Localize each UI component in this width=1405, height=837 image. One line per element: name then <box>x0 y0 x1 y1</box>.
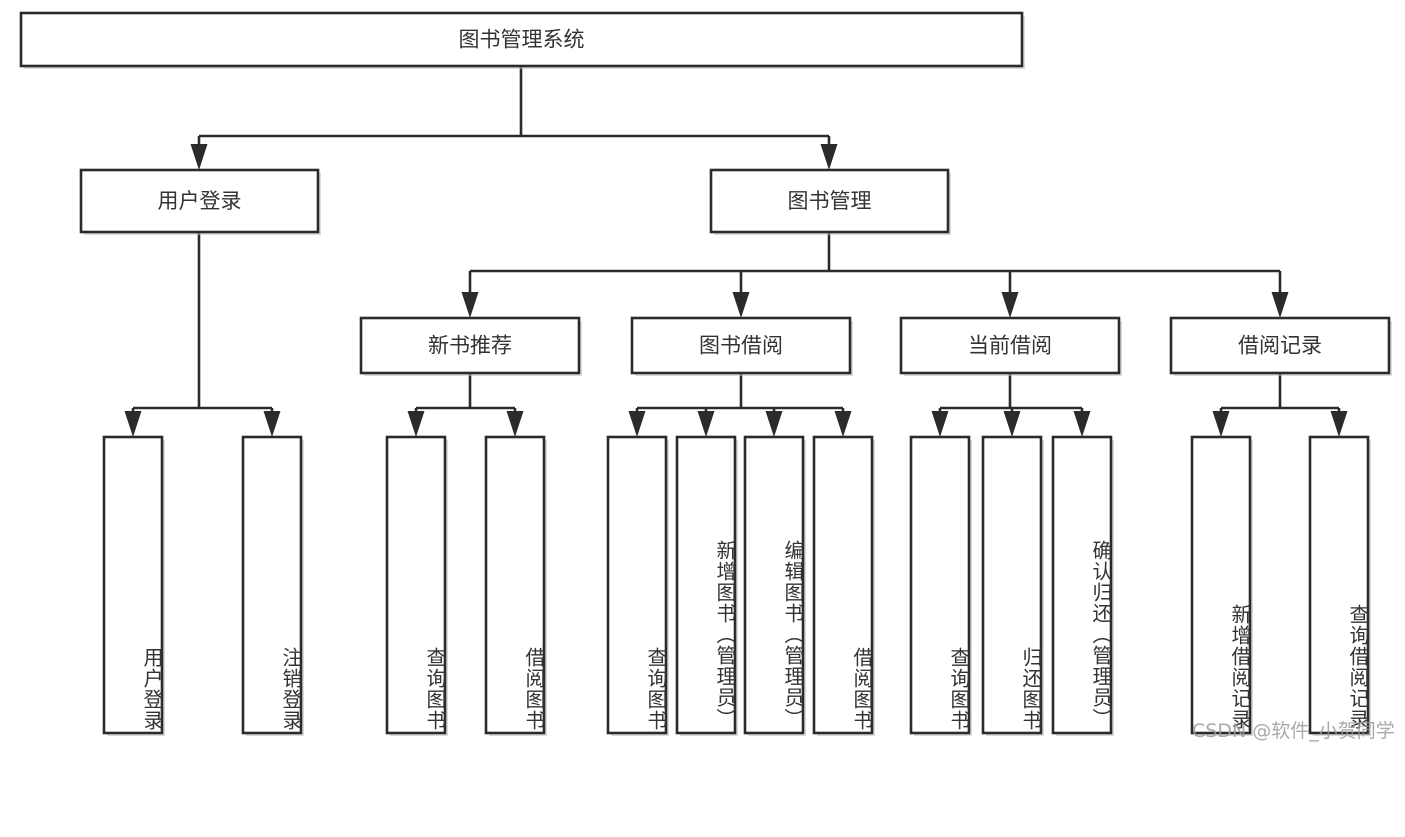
node-box-layer <box>19 11 1392 736</box>
node-leaf-10-确认归还管理员[interactable] <box>1051 435 1113 735</box>
arrow-head-icon <box>263 411 281 437</box>
functional-structure-diagram: 图书管理系统用户登录图书管理新书推荐图书借阅当前借阅借阅记录 用户登录注销登录查… <box>19 11 1395 742</box>
connector-books-to-level3 <box>461 232 1289 318</box>
arrow-head-icon <box>628 411 646 437</box>
connector-current-to-leaves <box>931 373 1091 437</box>
node-leaf-3-借阅图书[interactable] <box>484 435 546 735</box>
connector-borrow-to-leaves <box>628 373 852 437</box>
connector-layer <box>124 66 1348 437</box>
node-root-0-图书管理系统-label: 图书管理系统 <box>459 28 585 52</box>
node-l3-3-借阅记录-label: 借阅记录 <box>1238 334 1322 358</box>
node-l2-0-用户登录-label: 用户登录 <box>158 189 242 213</box>
node-l3-2-当前借阅[interactable] <box>899 316 1121 375</box>
arrow-head-icon <box>820 144 838 170</box>
arrow-head-icon <box>765 411 783 437</box>
node-l3-0-新书推荐[interactable] <box>359 316 581 375</box>
arrow-head-icon <box>1271 292 1289 318</box>
node-leaf-5-新增图书管理员[interactable] <box>675 435 737 735</box>
node-leaf-7-借阅图书[interactable] <box>812 435 874 735</box>
node-root-0-图书管理系统[interactable] <box>19 11 1024 68</box>
connector-login-to-leaves <box>124 232 281 437</box>
arrow-head-icon <box>461 292 479 318</box>
arrow-head-icon <box>190 144 208 170</box>
node-leaf-2-查询图书[interactable] <box>385 435 447 735</box>
arrow-head-icon <box>1073 411 1091 437</box>
connector-newbook-to-leaves <box>407 373 524 437</box>
node-leaf-8-查询图书[interactable] <box>909 435 971 735</box>
arrow-head-icon <box>1330 411 1348 437</box>
node-l2-1-图书管理[interactable] <box>709 168 950 234</box>
node-l3-1-图书借阅[interactable] <box>630 316 852 375</box>
watermark-credit: CSDN @软件_小贺同学 <box>1192 720 1395 742</box>
node-leaf-9-归还图书[interactable] <box>981 435 1043 735</box>
connector-record-to-leaves <box>1212 373 1348 437</box>
node-l2-0-用户登录[interactable] <box>79 168 320 234</box>
node-leaf-12-查询借阅记录[interactable] <box>1308 435 1370 735</box>
node-l3-0-新书推荐-label: 新书推荐 <box>428 334 512 358</box>
arrow-head-icon <box>124 411 142 437</box>
arrow-head-icon <box>407 411 425 437</box>
node-leaf-1-注销登录[interactable] <box>241 435 303 735</box>
arrow-head-icon <box>506 411 524 437</box>
arrow-head-icon <box>834 411 852 437</box>
arrow-head-icon <box>931 411 949 437</box>
node-leaf-6-编辑图书管理员[interactable] <box>743 435 805 735</box>
node-l3-3-借阅记录[interactable] <box>1169 316 1391 375</box>
node-l2-1-图书管理-label: 图书管理 <box>788 189 872 213</box>
arrow-head-icon <box>732 292 750 318</box>
node-leaf-11-新增借阅记录[interactable] <box>1190 435 1252 735</box>
connector-root-to-level2 <box>190 66 838 170</box>
arrow-head-icon <box>1001 292 1019 318</box>
arrow-head-icon <box>697 411 715 437</box>
arrow-head-icon <box>1003 411 1021 437</box>
node-leaf-4-查询图书[interactable] <box>606 435 668 735</box>
node-l3-2-当前借阅-label: 当前借阅 <box>968 334 1052 358</box>
node-l3-1-图书借阅-label: 图书借阅 <box>699 334 783 358</box>
node-leaf-0-用户登录[interactable] <box>102 435 164 735</box>
arrow-head-icon <box>1212 411 1230 437</box>
